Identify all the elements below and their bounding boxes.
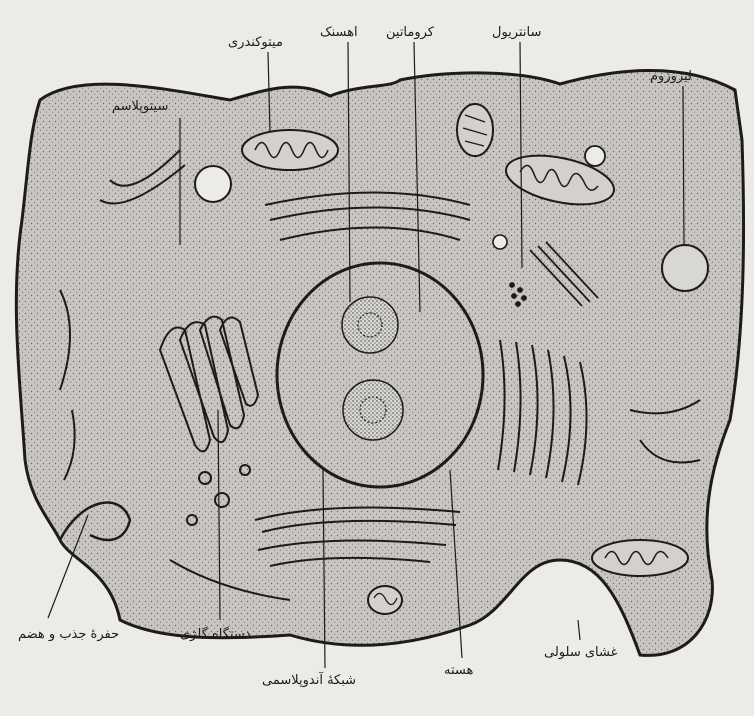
- label-nucleolus: ﺍهسنک: [320, 26, 358, 39]
- nucleolus-upper: [342, 297, 398, 353]
- label-phagocytic-pit: حفرهٔ جذب و هضم: [18, 628, 119, 641]
- label-cytoplasm: سیتوپلاسم: [112, 100, 168, 113]
- lysosome: [662, 245, 708, 291]
- label-centriole: سانتریول: [492, 26, 541, 39]
- mitochondrion-lower-right: [592, 540, 688, 576]
- nucleolus-lower: [343, 380, 403, 440]
- label-lysosome: لیزوزوم: [650, 70, 692, 83]
- label-nucleus: هسته: [444, 664, 473, 677]
- vacuole: [195, 166, 231, 202]
- label-chromatin: کروماتین: [386, 26, 434, 39]
- label-cell-membrane: غشای سلولی: [544, 646, 617, 659]
- nucleus: [277, 263, 483, 487]
- mitochondrion-upper-left: [242, 130, 338, 170]
- label-golgi: دستگاه گلژی: [180, 628, 251, 641]
- vacuole-small: [585, 146, 605, 166]
- label-mitochondria: میتوکندری: [228, 36, 283, 49]
- mitochondrion-bottom: [368, 586, 402, 614]
- vacuole-small: [493, 235, 507, 249]
- label-er: شبکهٔ آندوپلاسمی: [262, 674, 356, 687]
- mitochondrion-small: [457, 104, 493, 156]
